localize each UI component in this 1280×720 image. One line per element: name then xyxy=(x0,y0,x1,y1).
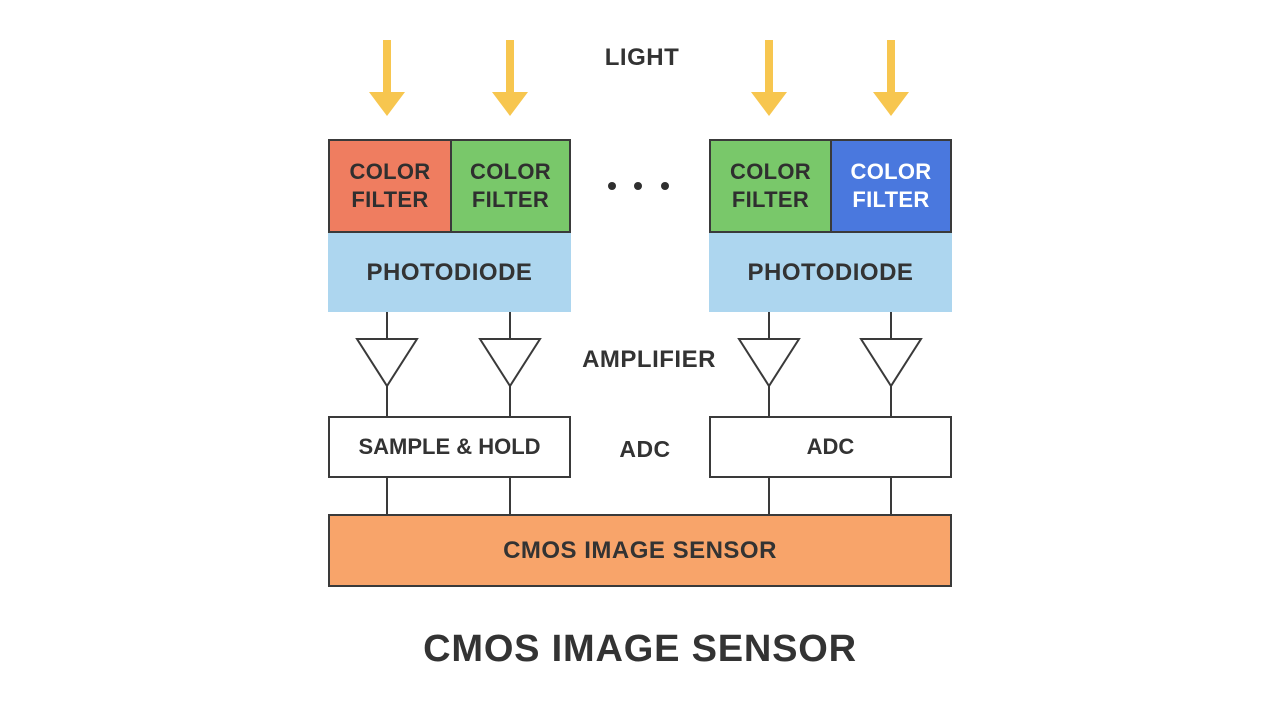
adc-label: ADC xyxy=(619,436,671,462)
amplifier-triangle-4 xyxy=(859,338,923,388)
light-label: LIGHT xyxy=(604,44,680,71)
cmos-sensor-bar: CMOS IMAGE SENSOR xyxy=(328,514,952,587)
diagram-title: CMOS IMAGE SENSOR xyxy=(423,628,857,670)
photodiode-left: PHOTODIODE xyxy=(328,233,571,312)
light-arrow-1 xyxy=(369,40,405,116)
ellipsis-dot xyxy=(634,182,642,190)
sample-hold-box: SAMPLE & HOLD xyxy=(328,416,571,478)
adc-box: ADC xyxy=(709,416,952,478)
photodiode-right: PHOTODIODE xyxy=(709,233,952,312)
ellipsis-dot xyxy=(661,182,669,190)
color-filter-green: COLOR FILTER xyxy=(709,139,832,233)
amplifier-triangle-3 xyxy=(737,338,801,388)
amplifier-triangle-1 xyxy=(355,338,419,388)
amplifier-label: AMPLIFIER xyxy=(582,346,716,373)
ellipsis-dot xyxy=(608,182,616,190)
color-filter-red: COLOR FILTER xyxy=(328,139,452,233)
color-filter-green: COLOR FILTER xyxy=(450,139,571,233)
light-arrow-3 xyxy=(751,40,787,116)
color-filter-blue: COLOR FILTER xyxy=(830,139,952,233)
light-arrow-4 xyxy=(873,40,909,116)
light-arrow-2 xyxy=(492,40,528,116)
amplifier-triangle-2 xyxy=(478,338,542,388)
